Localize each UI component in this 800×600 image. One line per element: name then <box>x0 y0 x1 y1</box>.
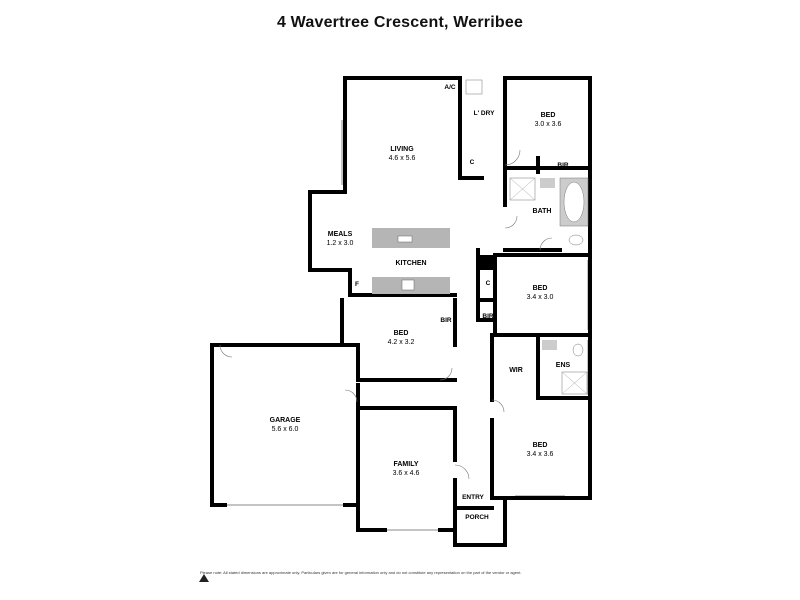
laundry-tub-icon <box>465 79 483 95</box>
family-label: FAMILY <box>393 461 418 468</box>
entry-label: ENTRY <box>462 494 484 501</box>
toilet-icon <box>568 234 584 246</box>
walls <box>210 76 592 547</box>
ens-label: ENS <box>556 362 571 369</box>
bir1-label: BIR <box>557 162 569 169</box>
porch-label: PORCH <box>465 514 489 521</box>
meals-label: MEALS <box>328 231 353 238</box>
bed2-dims: 3.4 x 3.0 <box>527 294 554 301</box>
garage-dims: 5.6 x 6.0 <box>272 426 299 433</box>
bed3-label: BED <box>394 330 409 337</box>
disclaimer-text: Please note: All stated dimensions are a… <box>200 570 522 575</box>
door-swings <box>219 149 553 480</box>
brand-logo-icon <box>199 574 209 582</box>
ac-label: A/C <box>444 84 456 91</box>
family-dims: 3.6 x 4.6 <box>393 470 420 477</box>
bir3-label: BIR <box>482 313 494 320</box>
meals-dims: 1.2 x 3.0 <box>327 240 354 247</box>
ens-vanity-icon <box>542 340 557 350</box>
plan-title: 4 Wavertree Crescent, Werribee <box>276 14 524 31</box>
linen-cupboard-label: C <box>470 159 475 166</box>
living-label: LIVING <box>390 146 414 153</box>
bath-label: BATH <box>533 208 552 215</box>
sink-icon <box>397 235 413 243</box>
kitchen-label: KITCHEN <box>395 260 426 267</box>
laundry-label: L' DRY <box>474 110 495 117</box>
fridge-label: F <box>355 281 359 288</box>
garage-label: GARAGE <box>270 417 301 424</box>
bed3-dims: 4.2 x 3.2 <box>388 339 415 346</box>
bed2-label: BED <box>533 285 548 292</box>
ens-toilet-icon <box>572 343 584 357</box>
flue-block <box>480 255 495 270</box>
bed1-dims: 3.0 x 3.6 <box>535 121 562 128</box>
bed4-label: BED <box>533 442 548 449</box>
bed4-dims: 3.4 x 3.6 <box>527 451 554 458</box>
bed1-label: BED <box>541 112 556 119</box>
living-dims: 4.6 x 5.6 <box>389 155 416 162</box>
cupboard-label: C <box>486 280 491 287</box>
bir2-label: BIR <box>440 317 452 324</box>
wir-label: WIR <box>509 367 523 374</box>
cooktop-icon <box>401 279 415 291</box>
vanity-icon <box>540 178 555 188</box>
